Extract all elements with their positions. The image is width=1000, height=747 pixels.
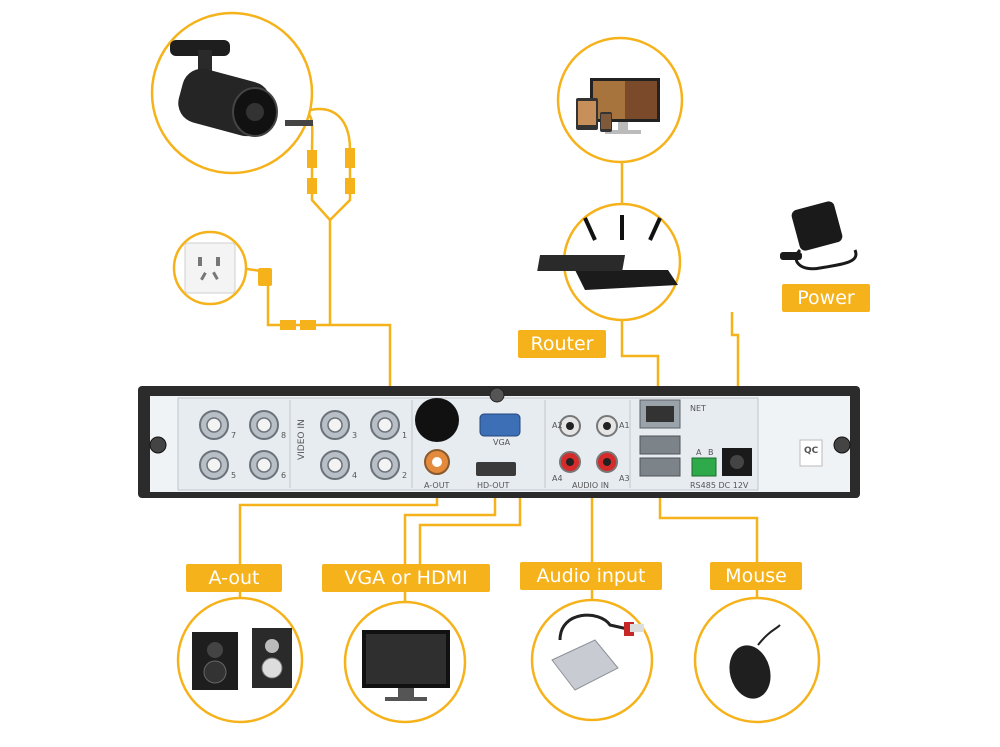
bnc-number: 5 [231, 471, 237, 480]
router-icon [537, 215, 678, 290]
speakers-icon [192, 628, 292, 690]
vga-port-label: VGA [493, 438, 511, 447]
audio-channel-number: A1 [619, 421, 630, 430]
net-port-label: NET [690, 404, 706, 413]
audio-in-port-label: AUDIO IN [572, 481, 610, 490]
audio-input-label: Audio input [520, 562, 662, 590]
monitor-icon [362, 630, 450, 701]
power-label: Power [782, 284, 870, 312]
bnc-number: 4 [352, 471, 358, 480]
power-adapter-icon [780, 201, 858, 271]
outlet-cable [239, 266, 330, 327]
bnc-number: 7 [231, 431, 237, 440]
bnc-number: 1 [402, 431, 408, 440]
display-devices-icon [576, 78, 660, 134]
bnc-connectors [199, 410, 400, 480]
mouse-label: Mouse [710, 562, 802, 590]
video-in-label: VIDEO IN [297, 419, 307, 460]
qc-sticker-text: QC [804, 446, 819, 456]
camera-plugs [280, 148, 355, 330]
bnc-number: 6 [281, 471, 287, 480]
mouse-icon [729, 624, 781, 699]
camera-trunk [328, 220, 392, 410]
terminal-a-label: A [696, 448, 702, 457]
router-line [620, 318, 660, 408]
audio-channel-number: A4 [552, 474, 563, 483]
bnc-number: 8 [281, 431, 287, 440]
camera-icon [170, 40, 313, 137]
connector-lines [238, 107, 759, 605]
router-label: Router [518, 330, 606, 358]
bnc-number: 2 [402, 471, 408, 480]
bnc-number: 3 [352, 431, 358, 440]
wall-outlet-icon [172, 230, 248, 306]
audio-channel-number: A3 [619, 474, 630, 483]
terminal-b-label: B [708, 448, 714, 457]
rs485-dc-label: RS485 DC 12V [690, 481, 749, 490]
hd-out-port-label: HD-OUT [477, 481, 510, 490]
a-out-port-label: A-OUT [424, 481, 450, 490]
aout-label: A-out [186, 564, 282, 592]
microphone-icon [551, 613, 644, 691]
dvr-back-panel [138, 386, 860, 498]
audio-channel-number: A2 [552, 421, 563, 430]
power-adapter-plug [258, 268, 272, 286]
vga-hdmi-label: VGA or HDMI [322, 564, 490, 592]
